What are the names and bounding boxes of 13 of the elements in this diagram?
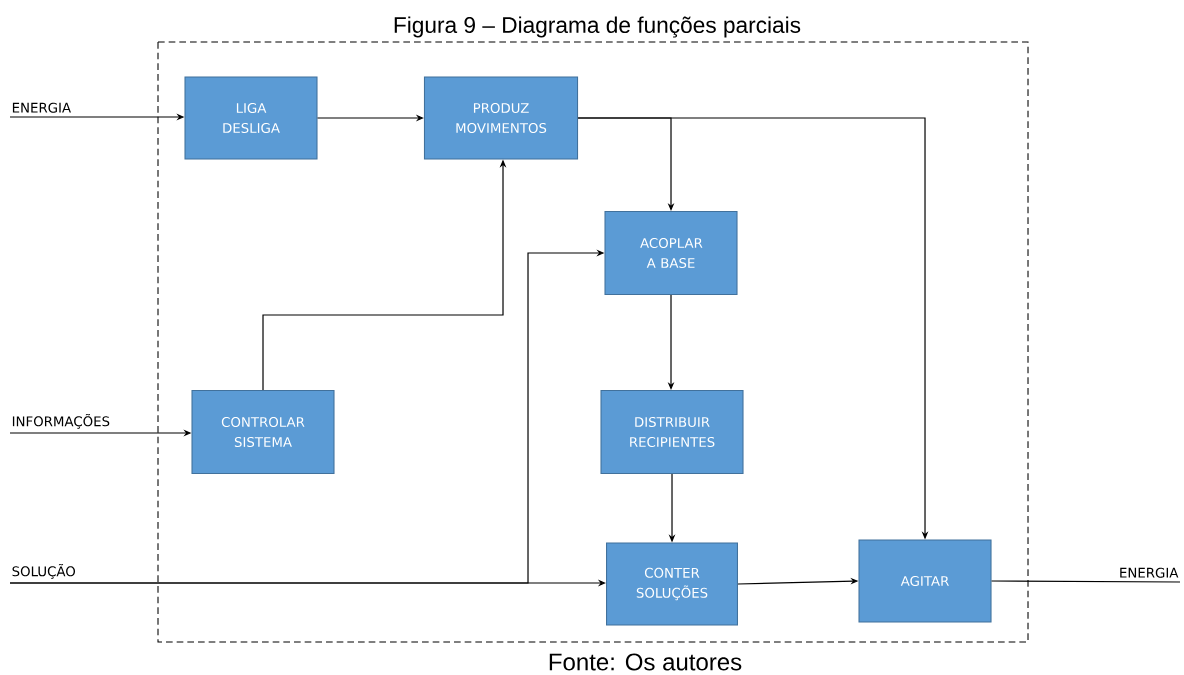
process-box: CONTROLAR SISTEMA <box>191 390 335 474</box>
flow-label: ENERGIA <box>12 102 71 113</box>
process-box: CONTER SOLUÇÕES <box>606 542 738 626</box>
process-box: AGITAR <box>858 539 992 623</box>
process-box: DISTRIBUIR RECIPIENTES <box>600 390 744 474</box>
process-box: LIGA DESLIGA <box>184 76 318 160</box>
process-box: PRODUZ MOVIMENTOS <box>423 76 579 160</box>
flow-label: SOLUÇÃO <box>12 563 76 579</box>
flow-label: INFORMAÇÕES <box>12 413 110 429</box>
caption: Fonte: Os autores <box>549 653 742 671</box>
process-box: ACOPLAR A BASE <box>604 211 738 295</box>
figure-title: Figura 9 – Diagrama de funções parciais <box>394 16 801 38</box>
flow-label: ENERGIA <box>1120 567 1179 578</box>
